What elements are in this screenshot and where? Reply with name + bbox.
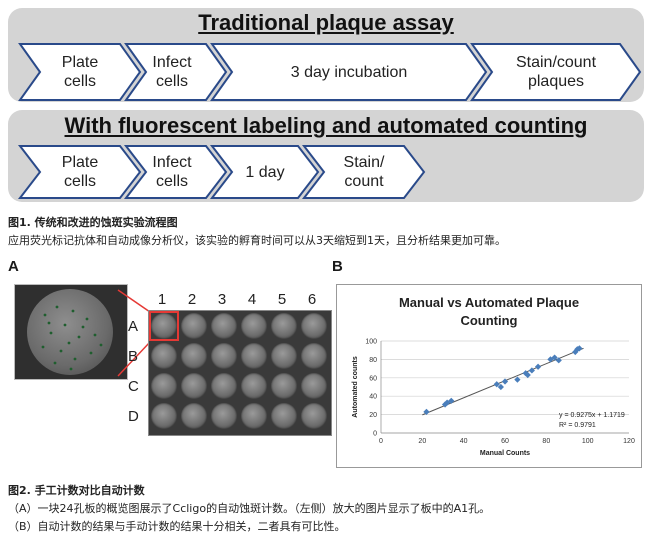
well xyxy=(151,403,177,429)
panel-a-letter: A xyxy=(8,258,19,275)
well xyxy=(271,373,297,399)
y-tick-label: 20 xyxy=(369,412,377,419)
step-label: 3 day incubation xyxy=(290,63,408,81)
chevron-stain-count xyxy=(301,145,426,199)
column-label: 1 xyxy=(157,291,167,308)
data-point xyxy=(528,367,535,374)
well xyxy=(211,313,237,339)
well xyxy=(211,343,237,369)
column-label: 4 xyxy=(247,291,257,308)
column-label: 3 xyxy=(217,291,227,308)
step-label: Infect cells xyxy=(152,54,192,90)
x-tick-label: 80 xyxy=(542,438,550,445)
chart-title: Counting xyxy=(460,313,517,328)
data-point xyxy=(497,383,504,391)
chevron-infect-cells xyxy=(123,145,228,199)
x-tick-label: 40 xyxy=(460,438,468,445)
column-label: 2 xyxy=(187,291,197,308)
well xyxy=(271,343,297,369)
well xyxy=(181,403,207,429)
figure1-description: 应用荧光标记抗体和自动成像分析仪，该实验的孵育时间可以从3天缩短到1天，且分析结… xyxy=(8,234,506,247)
magnified-well-image xyxy=(14,284,128,380)
figure2-line-a: （A）一块24孔板的概览图展示了Ccligo的自动蚀斑计数。（左侧）放大的图片显… xyxy=(8,502,491,515)
well xyxy=(181,373,207,399)
chevron-infect-cells xyxy=(124,43,228,101)
panel-b-letter: B xyxy=(332,258,343,275)
step-label: 1 day xyxy=(245,163,285,181)
x-axis-label: Manual Counts xyxy=(480,450,530,457)
chevron-plate-cells xyxy=(18,43,142,101)
step-label: Stain/ count xyxy=(343,154,385,190)
figure1-title: 图1. 传统和改进的蚀斑实验流程图 xyxy=(8,216,178,229)
trend-equation: y = 0.9275x + 1.1719 xyxy=(559,412,625,419)
step-label: Plate cells xyxy=(61,54,99,90)
well xyxy=(241,343,267,369)
well xyxy=(181,343,207,369)
y-axis-label: Automated counts xyxy=(352,356,359,418)
well xyxy=(211,403,237,429)
step-label: Stain/count plaques xyxy=(515,54,597,90)
scatter-chart: Manual vs Automated Plaque Counting 0 20 4… xyxy=(352,295,635,457)
row-label: C xyxy=(128,378,139,395)
chevron-incubation xyxy=(210,43,488,101)
traditional-title: Traditional plaque assay xyxy=(198,10,454,35)
chevron-plate-cells xyxy=(17,145,142,199)
row-label: B xyxy=(128,348,139,365)
fluorescent-panel: With fluorescent labeling and automated … xyxy=(8,110,644,202)
x-tick-label: 0 xyxy=(379,438,383,445)
traditional-panel: Traditional plaque assay Plate cells Inf… xyxy=(8,8,644,102)
fluorescent-title: With fluorescent labeling and automated … xyxy=(64,113,588,138)
data-point xyxy=(534,363,542,370)
fluorescent-flow xyxy=(17,145,426,199)
well xyxy=(241,373,267,399)
chevron-stain-count xyxy=(470,43,642,101)
row-label: A xyxy=(128,318,139,335)
step-label: Infect cells xyxy=(152,154,192,190)
well xyxy=(301,373,327,399)
well xyxy=(301,343,327,369)
well xyxy=(241,403,267,429)
x-tick-label: 120 xyxy=(623,438,635,445)
x-tick-label: 20 xyxy=(418,438,426,445)
figure2-line-b: （B）自动计数的结果与手动计数的结果十分相关，二者具有可比性。 xyxy=(8,520,346,533)
y-tick-label: 60 xyxy=(369,375,377,382)
y-tick-label: 80 xyxy=(369,357,377,364)
r-squared: R² = 0.9791 xyxy=(559,422,596,429)
column-label: 5 xyxy=(277,291,287,308)
well xyxy=(301,313,327,339)
well xyxy=(271,313,297,339)
x-tick-label: 60 xyxy=(501,438,509,445)
figure2-title: 图2. 手工计数对比自动计数 xyxy=(8,484,145,497)
well xyxy=(151,373,177,399)
chevron-one-day xyxy=(209,145,320,199)
y-tick-label: 0 xyxy=(373,431,377,438)
well-a1-highlight xyxy=(149,311,179,341)
x-tick-label: 100 xyxy=(582,438,594,445)
chart-title: Manual vs Automated Plaque xyxy=(399,295,579,310)
y-tick-label: 40 xyxy=(369,394,377,401)
y-tick-label: 100 xyxy=(365,339,377,346)
well xyxy=(151,313,177,339)
well xyxy=(271,403,297,429)
well xyxy=(301,403,327,429)
well xyxy=(241,313,267,339)
plaque-dots xyxy=(41,305,103,371)
well xyxy=(151,343,177,369)
well xyxy=(181,313,207,339)
chart-frame: Manual vs Automated Plaque Counting 0 20 4… xyxy=(336,284,642,468)
row-label: D xyxy=(128,408,139,425)
step-label: Plate cells xyxy=(61,154,99,190)
traditional-flow xyxy=(18,43,642,101)
column-label: 6 xyxy=(307,291,317,308)
well xyxy=(211,373,237,399)
well-a1-zoom xyxy=(27,289,113,375)
